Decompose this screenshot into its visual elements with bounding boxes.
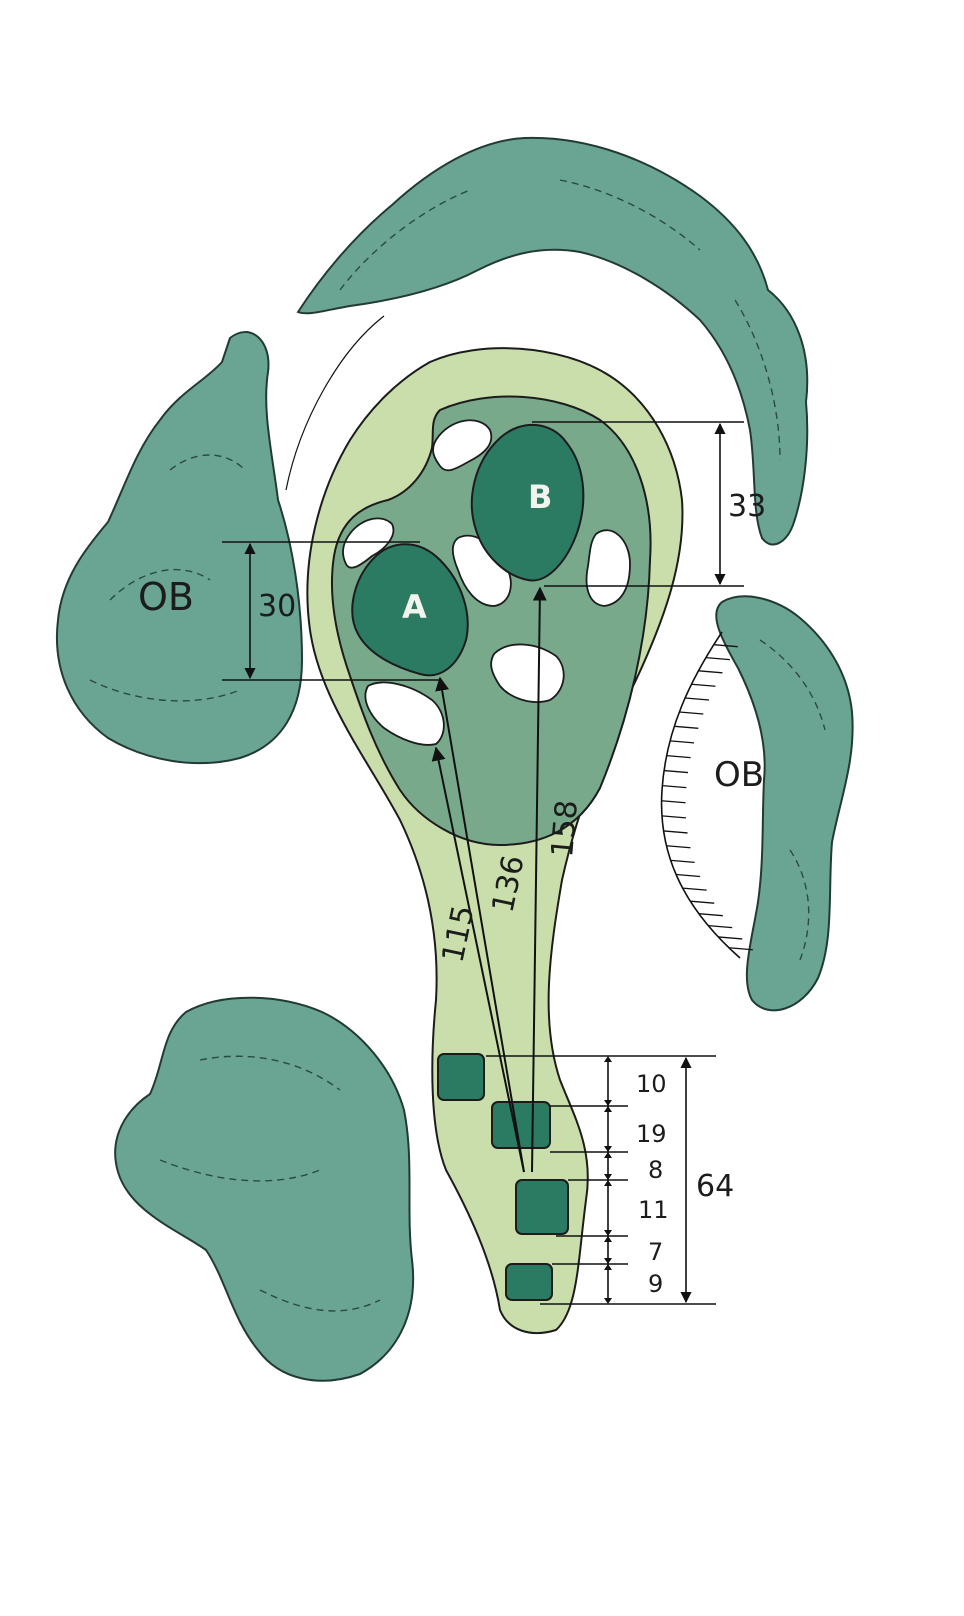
ob-right-label: OB [714,755,764,795]
ob-hatch-mark [676,873,701,878]
out-of-bounds-line-left [285,315,385,491]
bunker-1 [432,419,493,472]
tee-gap-label-5: 7 [648,1238,663,1266]
tee-gap-label-1: 10 [636,1070,667,1098]
green-b-depth-dimension [532,421,744,587]
distance-rays [431,586,547,1173]
tree-top-detail [339,179,781,461]
tree-right-detail [759,639,826,961]
tee-gap-label-6: 9 [648,1270,663,1298]
tee-dimension-scale [486,1055,716,1305]
ob-boundary-right [660,631,753,959]
ob-hatch-mark [713,644,738,648]
ob-hatch-mark [705,656,730,661]
ob-hatch-mark [685,697,710,701]
green-a-depth-dimension [222,541,440,681]
ob-hatch-mark [661,800,686,804]
ob-hatch-mark [663,830,688,834]
tee-boxes [437,1053,569,1301]
bunker-2 [342,517,395,569]
bunker-5 [490,643,565,703]
ob-hatch-mark [666,845,691,849]
tree-bottom-left-mass [114,996,415,1382]
ob-boundary-curve [660,631,741,959]
ob-hatch-mark [698,913,723,917]
ray-to-a-front [431,746,525,1173]
tree-right-mass [715,595,854,1012]
ob-hatch-mark [669,740,695,744]
green-b [470,424,585,582]
green-a [351,543,469,677]
ob-hatching [661,644,753,951]
ob-hatch-mark [674,725,699,729]
tree-left-detail [89,454,246,702]
green-a-label: A [402,588,427,626]
tree-top-band [296,136,809,546]
bunker-6 [364,681,445,746]
ob-hatch-mark [670,859,695,863]
ob-hatch-mark [718,936,743,940]
tee-total-label: 64 [696,1169,734,1204]
ob-hatch-mark [698,670,723,674]
tree-group-right [715,595,854,1012]
tee-box-3 [515,1179,569,1235]
ob-hatch-mark [666,754,691,759]
tee-box-2 [491,1101,551,1149]
ob-hatch-mark [708,924,733,929]
green-a-depth-label: 30 [258,589,296,624]
ob-hatch-mark [663,769,689,774]
tree-bottom-left-detail [159,1055,381,1312]
ob-hatch-mark [661,815,686,819]
ray-to-b-center [531,586,547,1173]
ob-left-label: OB [138,575,194,619]
ob-hatch-mark [690,900,715,904]
tree-group-bottom-left [114,996,415,1382]
ob-hatch-mark [679,711,704,715]
tee-box-4 [505,1263,553,1301]
ray-to-a-center [435,676,525,1173]
tee-box-1 [437,1053,485,1101]
tee-gap-label-4: 11 [638,1196,669,1224]
ob-hatch-mark [728,947,753,951]
ob-hatch-mark [662,784,687,789]
bunker-4 [585,529,631,607]
tree-group-top [296,136,809,546]
green-b-depth-label: 33 [728,489,766,524]
ob-hatch-mark [691,683,716,687]
tree-left-mass [56,331,304,765]
tee-gap-label-2: 19 [636,1120,667,1148]
green-b-label: B [528,478,552,516]
tee-segment-ticks [604,1056,612,1304]
tee-gap-label-3: 8 [648,1156,663,1184]
tree-group-left [56,331,304,765]
distance-label-158: 158 [545,799,585,859]
ob-hatch-mark [682,887,707,891]
